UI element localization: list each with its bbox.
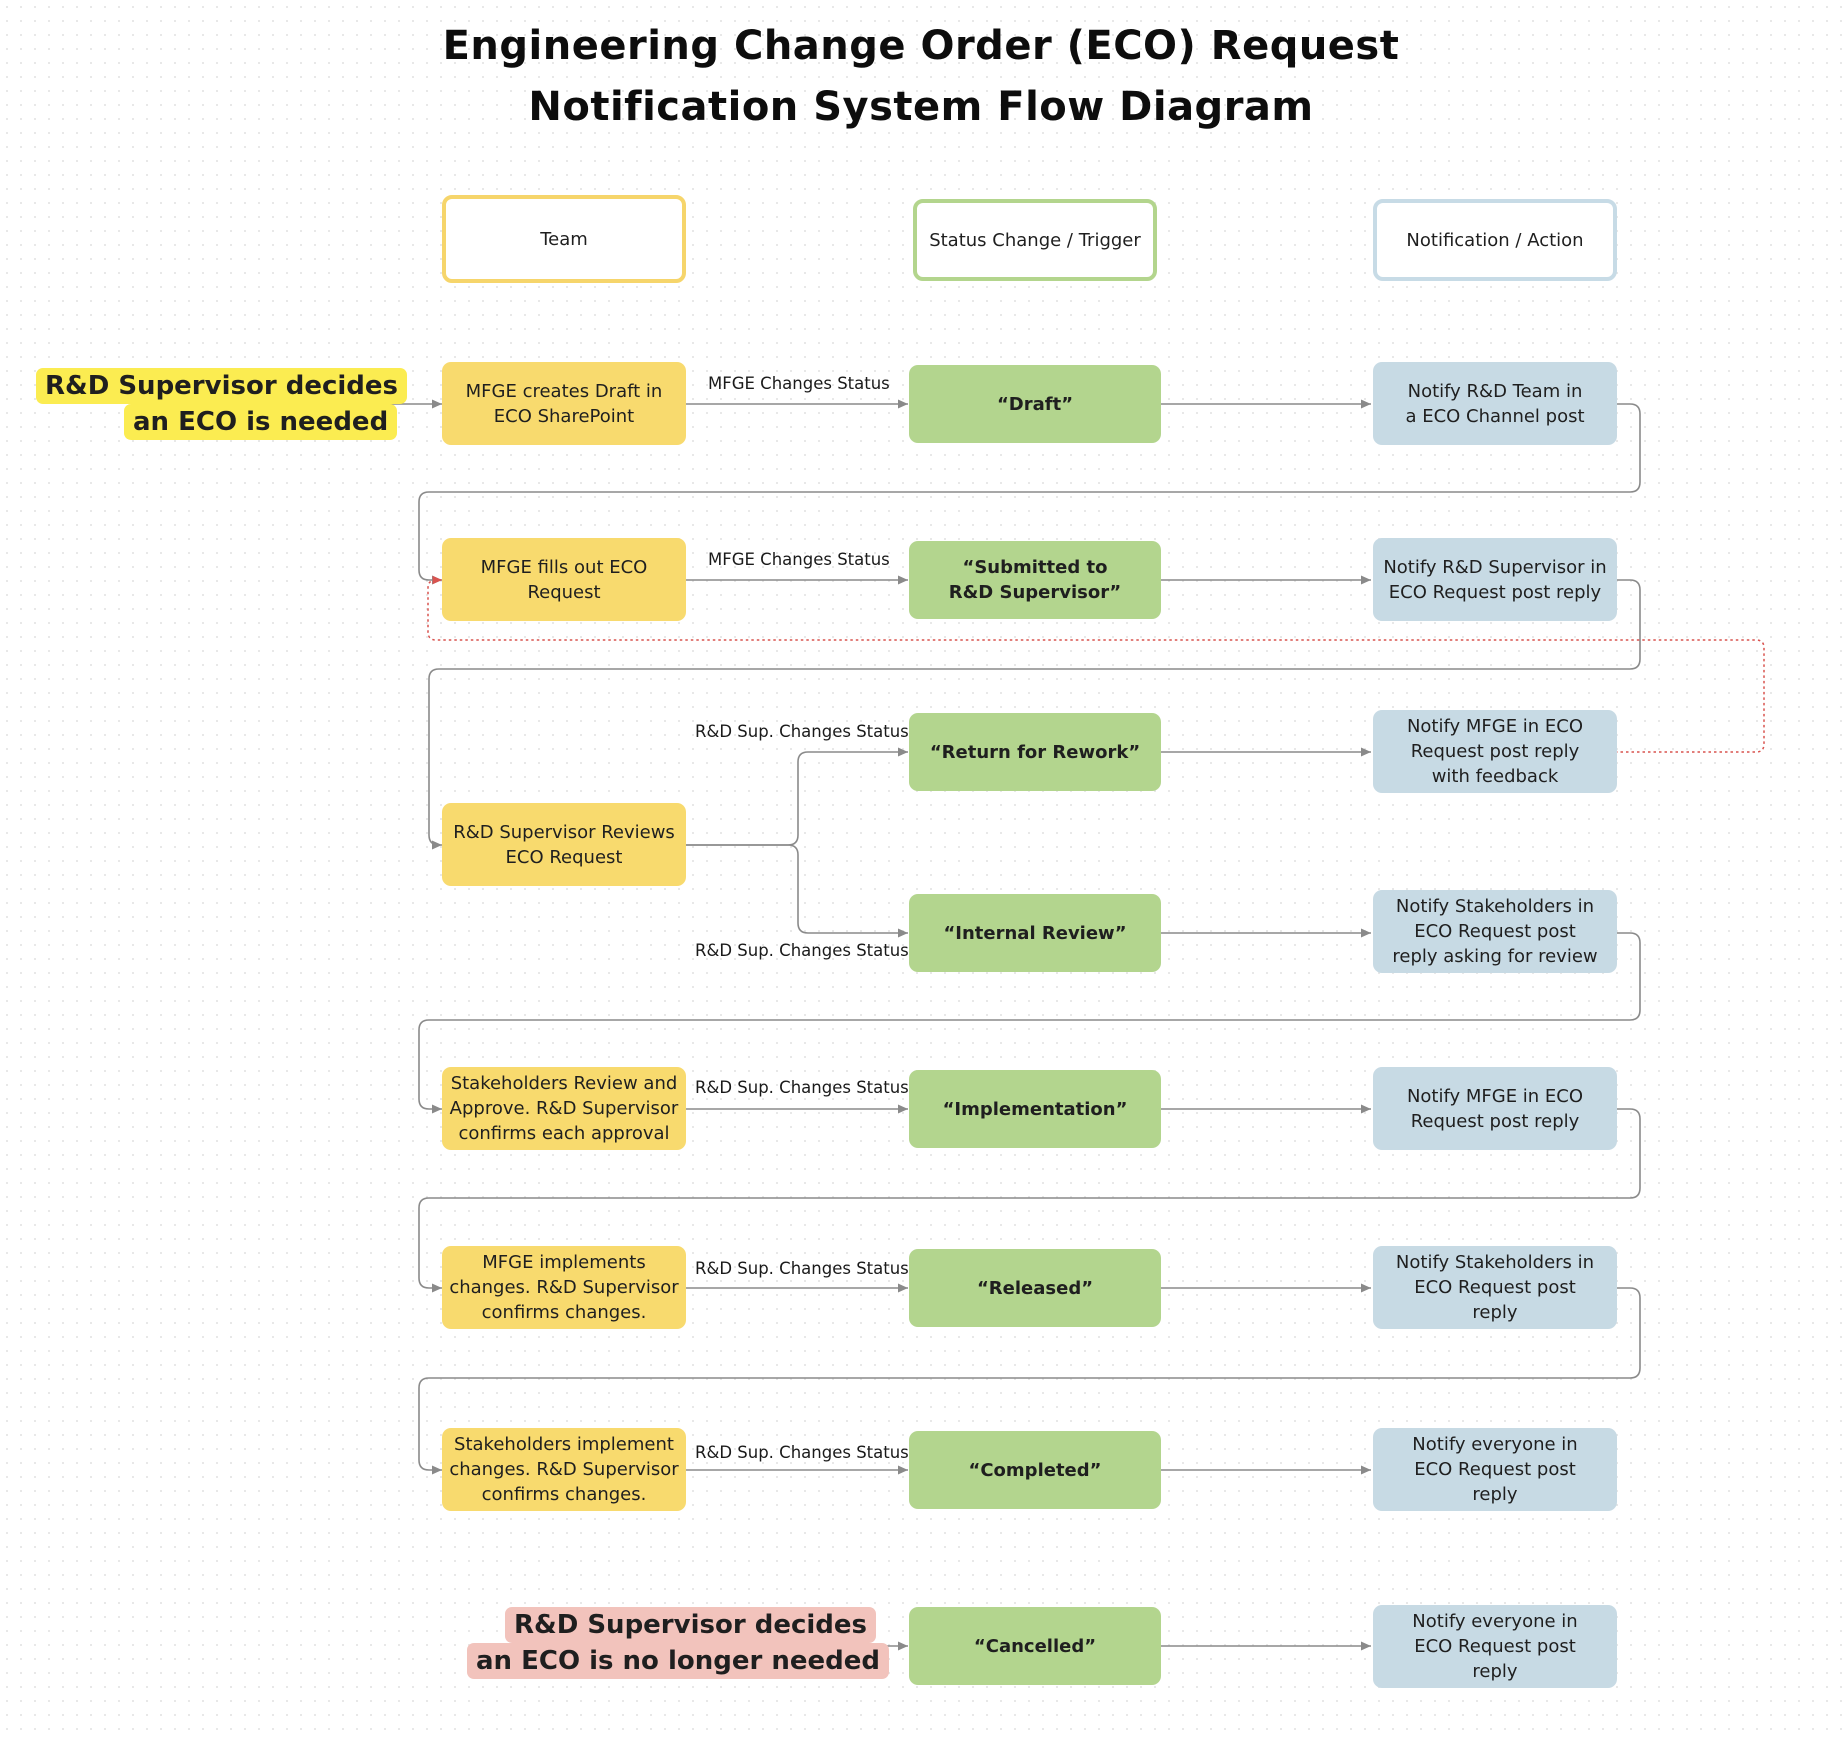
edge-label-internal-review: R&D Sup. Changes Status (695, 941, 909, 960)
team-step-text: MFGE implements changes. R&D Supervisor … (449, 1252, 679, 1323)
status-text: “Implementation” (942, 1098, 1128, 1120)
header-notify-label: Notification / Action (1406, 229, 1584, 251)
start-note-line-1: R&D Supervisor decides (36, 368, 407, 404)
header-status-label: Status Change / Trigger (929, 229, 1141, 251)
connector-notify-released-to-stakeholders-implement (418, 1287, 1641, 1475)
cancel-note-line-2: an ECO is no longer needed (467, 1643, 890, 1679)
team-step-text: MFGE fills out ECO Request (480, 556, 648, 603)
edge-label-draft: MFGE Changes Status (708, 374, 890, 393)
title-line-2: Notification System Flow Diagram (528, 84, 1314, 130)
diagram-title: Engineering Change Order (ECO) Request N… (0, 16, 1842, 138)
header-notify: Notification / Action (1373, 199, 1617, 281)
team-step-create-draft: MFGE creates Draft in ECO SharePoint (442, 362, 686, 445)
header-status: Status Change / Trigger (913, 199, 1157, 281)
connector-notify-draft-to-fill (418, 403, 1641, 585)
status-internal-review: “Internal Review” (909, 894, 1161, 972)
team-step-fill-request: MFGE fills out ECO Request (442, 538, 686, 621)
status-text: “Completed” (968, 1459, 1102, 1481)
notify-text: Notify everyone in ECO Request post repl… (1412, 1611, 1578, 1682)
notify-submitted: Notify R&D Supervisor in ECO Request pos… (1373, 538, 1617, 621)
status-draft: “Draft” (909, 365, 1161, 443)
status-completed: “Completed” (909, 1431, 1161, 1509)
rework-loop-dotted (427, 575, 1765, 753)
edge-label-released: R&D Sup. Changes Status (695, 1259, 909, 1278)
connector-review-to-rework (686, 747, 908, 846)
notify-internal-review: Notify Stakeholders in ECO Request post … (1373, 890, 1617, 973)
status-released: “Released” (909, 1249, 1161, 1327)
status-implementation: “Implementation” (909, 1070, 1161, 1148)
notify-draft: Notify R&D Team in a ECO Channel post (1373, 362, 1617, 445)
status-cancelled: “Cancelled” (909, 1607, 1161, 1685)
team-step-supervisor-review: R&D Supervisor Reviews ECO Request (442, 803, 686, 886)
edge-label-completed: R&D Sup. Changes Status (695, 1443, 909, 1462)
team-step-text: MFGE creates Draft in ECO SharePoint (465, 380, 663, 427)
notify-text: Notify R&D Team in a ECO Channel post (1405, 380, 1585, 427)
title-line-1: Engineering Change Order (ECO) Request (442, 23, 1400, 69)
header-team: Team (442, 195, 686, 283)
status-text: “Cancelled” (973, 1635, 1097, 1657)
status-text: “Released” (976, 1277, 1094, 1299)
edge-label-rework: R&D Sup. Changes Status (695, 722, 909, 741)
start-note-line-2: an ECO is needed (124, 404, 398, 440)
status-text: “Draft” (996, 393, 1074, 415)
team-step-text: Stakeholders implement changes. R&D Supe… (449, 1434, 679, 1505)
team-step-text: R&D Supervisor Reviews ECO Request (453, 821, 675, 868)
notify-implementation: Notify MFGE in ECO Request post reply (1373, 1067, 1617, 1150)
notify-rework: Notify MFGE in ECO Request post reply wi… (1373, 710, 1617, 793)
notify-text: Notify Stakeholders in ECO Request post … (1392, 896, 1598, 967)
notify-text: Notify R&D Supervisor in ECO Request pos… (1383, 556, 1607, 603)
notify-text: Notify MFGE in ECO Request post reply (1406, 1085, 1584, 1132)
notify-text: Notify everyone in ECO Request post repl… (1412, 1434, 1578, 1505)
status-text: “Return for Rework” (929, 741, 1141, 763)
status-rework: “Return for Rework” (909, 713, 1161, 791)
team-step-text: Stakeholders Review and Approve. R&D Sup… (449, 1073, 679, 1144)
edge-label-implementation: R&D Sup. Changes Status (695, 1078, 909, 1097)
notify-cancelled: Notify everyone in ECO Request post repl… (1373, 1605, 1617, 1688)
team-step-stakeholder-review: Stakeholders Review and Approve. R&D Sup… (442, 1067, 686, 1150)
notify-completed: Notify everyone in ECO Request post repl… (1373, 1428, 1617, 1511)
team-step-stakeholders-implement: Stakeholders implement changes. R&D Supe… (442, 1428, 686, 1511)
notify-text: Notify Stakeholders in ECO Request post … (1395, 1252, 1595, 1323)
connector-notify-submitted-to-review (428, 579, 1641, 850)
status-submitted: “Submitted to R&D Supervisor” (909, 541, 1161, 619)
header-team-label: Team (540, 228, 588, 250)
status-text: “Internal Review” (943, 922, 1127, 944)
notify-released: Notify Stakeholders in ECO Request post … (1373, 1246, 1617, 1329)
connector-notify-internal-to-stakeholders (418, 932, 1641, 1114)
team-step-implement-changes: MFGE implements changes. R&D Supervisor … (442, 1246, 686, 1329)
edge-label-submitted: MFGE Changes Status (708, 550, 890, 569)
status-text: “Submitted to R&D Supervisor” (948, 557, 1122, 603)
notify-text: Notify MFGE in ECO Request post reply wi… (1406, 716, 1584, 787)
cancel-note-line-1: R&D Supervisor decides (505, 1607, 876, 1643)
connector-notify-implementation-to-implement (418, 1108, 1641, 1293)
connector-review-to-internal (686, 844, 908, 938)
